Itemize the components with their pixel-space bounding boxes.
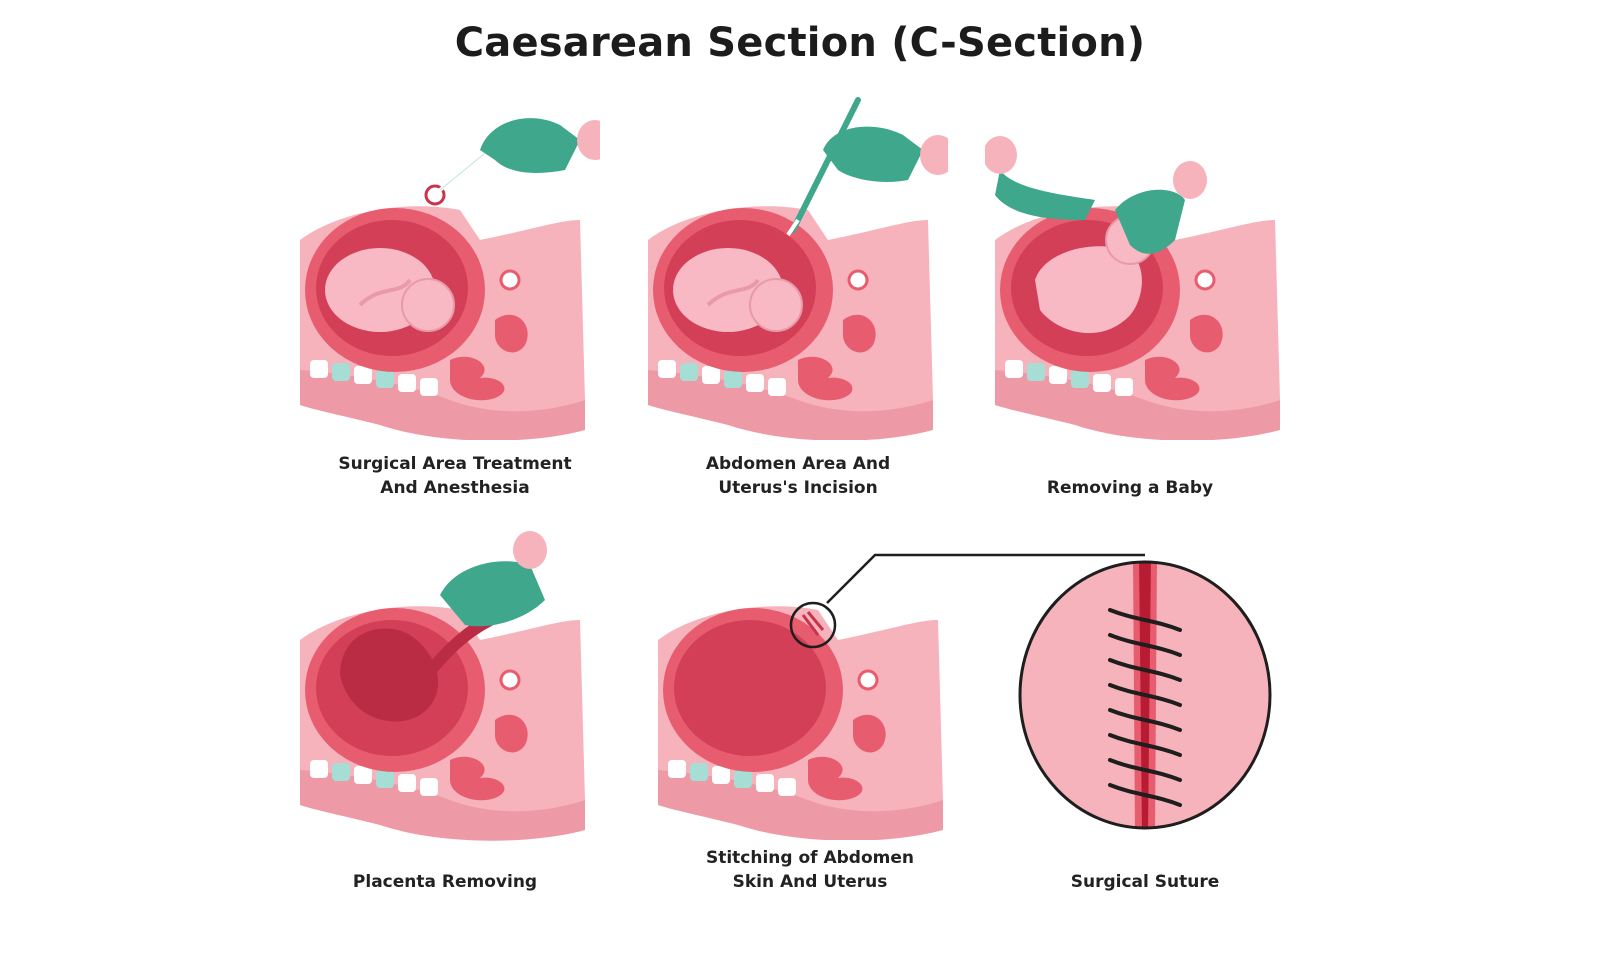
step-illustration-suture-closeup	[1015, 555, 1275, 835]
step-caption-suture: Surgical Suture	[1030, 870, 1260, 894]
